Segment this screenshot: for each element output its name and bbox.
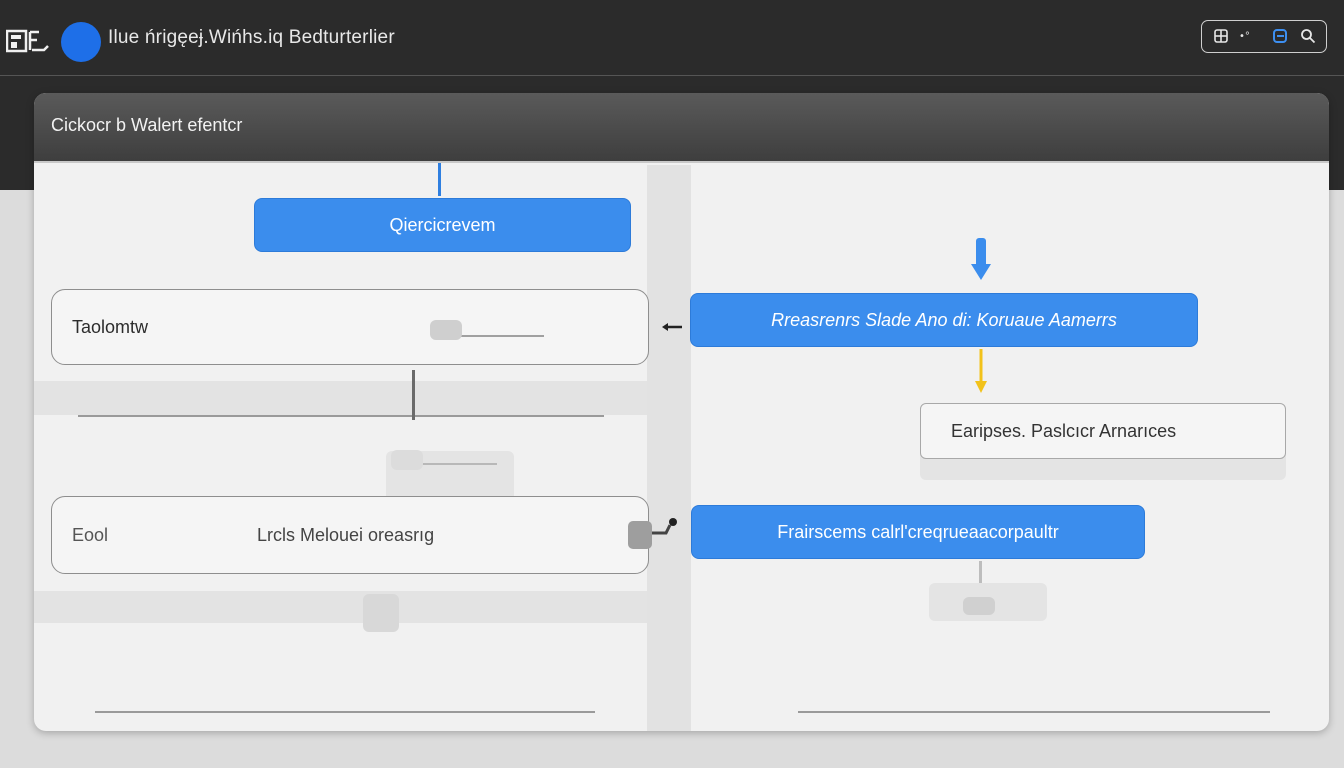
connector-line (412, 370, 415, 420)
footer-separator (95, 711, 595, 713)
field-row-1-label: Taolomtw (72, 317, 149, 337)
panel-header-divider (34, 161, 1329, 163)
toolbar: •° (1201, 20, 1327, 53)
arrow-down-icon (971, 238, 991, 280)
row-separator (78, 415, 604, 417)
column-divider (647, 165, 691, 731)
flow-node-3[interactable]: Frairscems calrl'creqrueaacorpaultr (691, 505, 1145, 559)
flow-node-2-label: Earipses. Paslcıcr Arnarıces (951, 421, 1177, 441)
connector-line (979, 561, 982, 593)
svg-text:•°: •° (1239, 31, 1250, 42)
row-band (34, 381, 647, 415)
faded-placeholder (363, 594, 399, 632)
connector-handle-icon[interactable] (626, 513, 682, 553)
slider-handle[interactable] (430, 320, 462, 340)
footer-separator (798, 711, 1270, 713)
faded-track (404, 463, 497, 465)
flow-node-1[interactable]: Rreasrenrs Slade Ano di: Koruaue Aamerrs (690, 293, 1198, 347)
flow-node-2[interactable]: Earipses. Paslcıcr Arnarıces (920, 403, 1286, 459)
connector-line (438, 163, 441, 196)
main-panel: Cickocr b Walert efentcr Qiercicrevem Ta… (34, 93, 1329, 731)
arrow-down-yellow-icon (975, 349, 987, 393)
app-logo-icon[interactable] (6, 29, 50, 53)
field-row-2[interactable]: Eool Lrcls Melouei oreasrıg (51, 496, 649, 574)
slider-track[interactable] (444, 335, 544, 337)
topbar-divider (0, 75, 1344, 76)
panel-title: Cickocr b Walert efentcr (51, 115, 243, 135)
arrow-left-icon (662, 323, 682, 331)
field-row-2-label: Eool (72, 525, 109, 545)
app-title: Ilue ńrigęeɉ.Wińhs.iq Bedturterlier (108, 27, 395, 48)
grid-icon[interactable] (1213, 28, 1229, 44)
info-icon[interactable]: •° (1236, 28, 1252, 44)
search-icon[interactable] (1300, 28, 1316, 44)
panel-header: Cickocr b Walert efentcr (34, 93, 1329, 161)
edge-icon[interactable] (1272, 28, 1288, 44)
avatar[interactable] (61, 22, 101, 62)
row-band (34, 591, 647, 623)
field-row-2-value: Lrcls Melouei oreasrıg (257, 525, 435, 545)
field-row-1[interactable]: Taolomtw (51, 289, 649, 365)
faded-handle (963, 597, 995, 615)
primary-node-button[interactable]: Qiercicrevem (254, 198, 631, 252)
faded-handle (391, 450, 423, 470)
